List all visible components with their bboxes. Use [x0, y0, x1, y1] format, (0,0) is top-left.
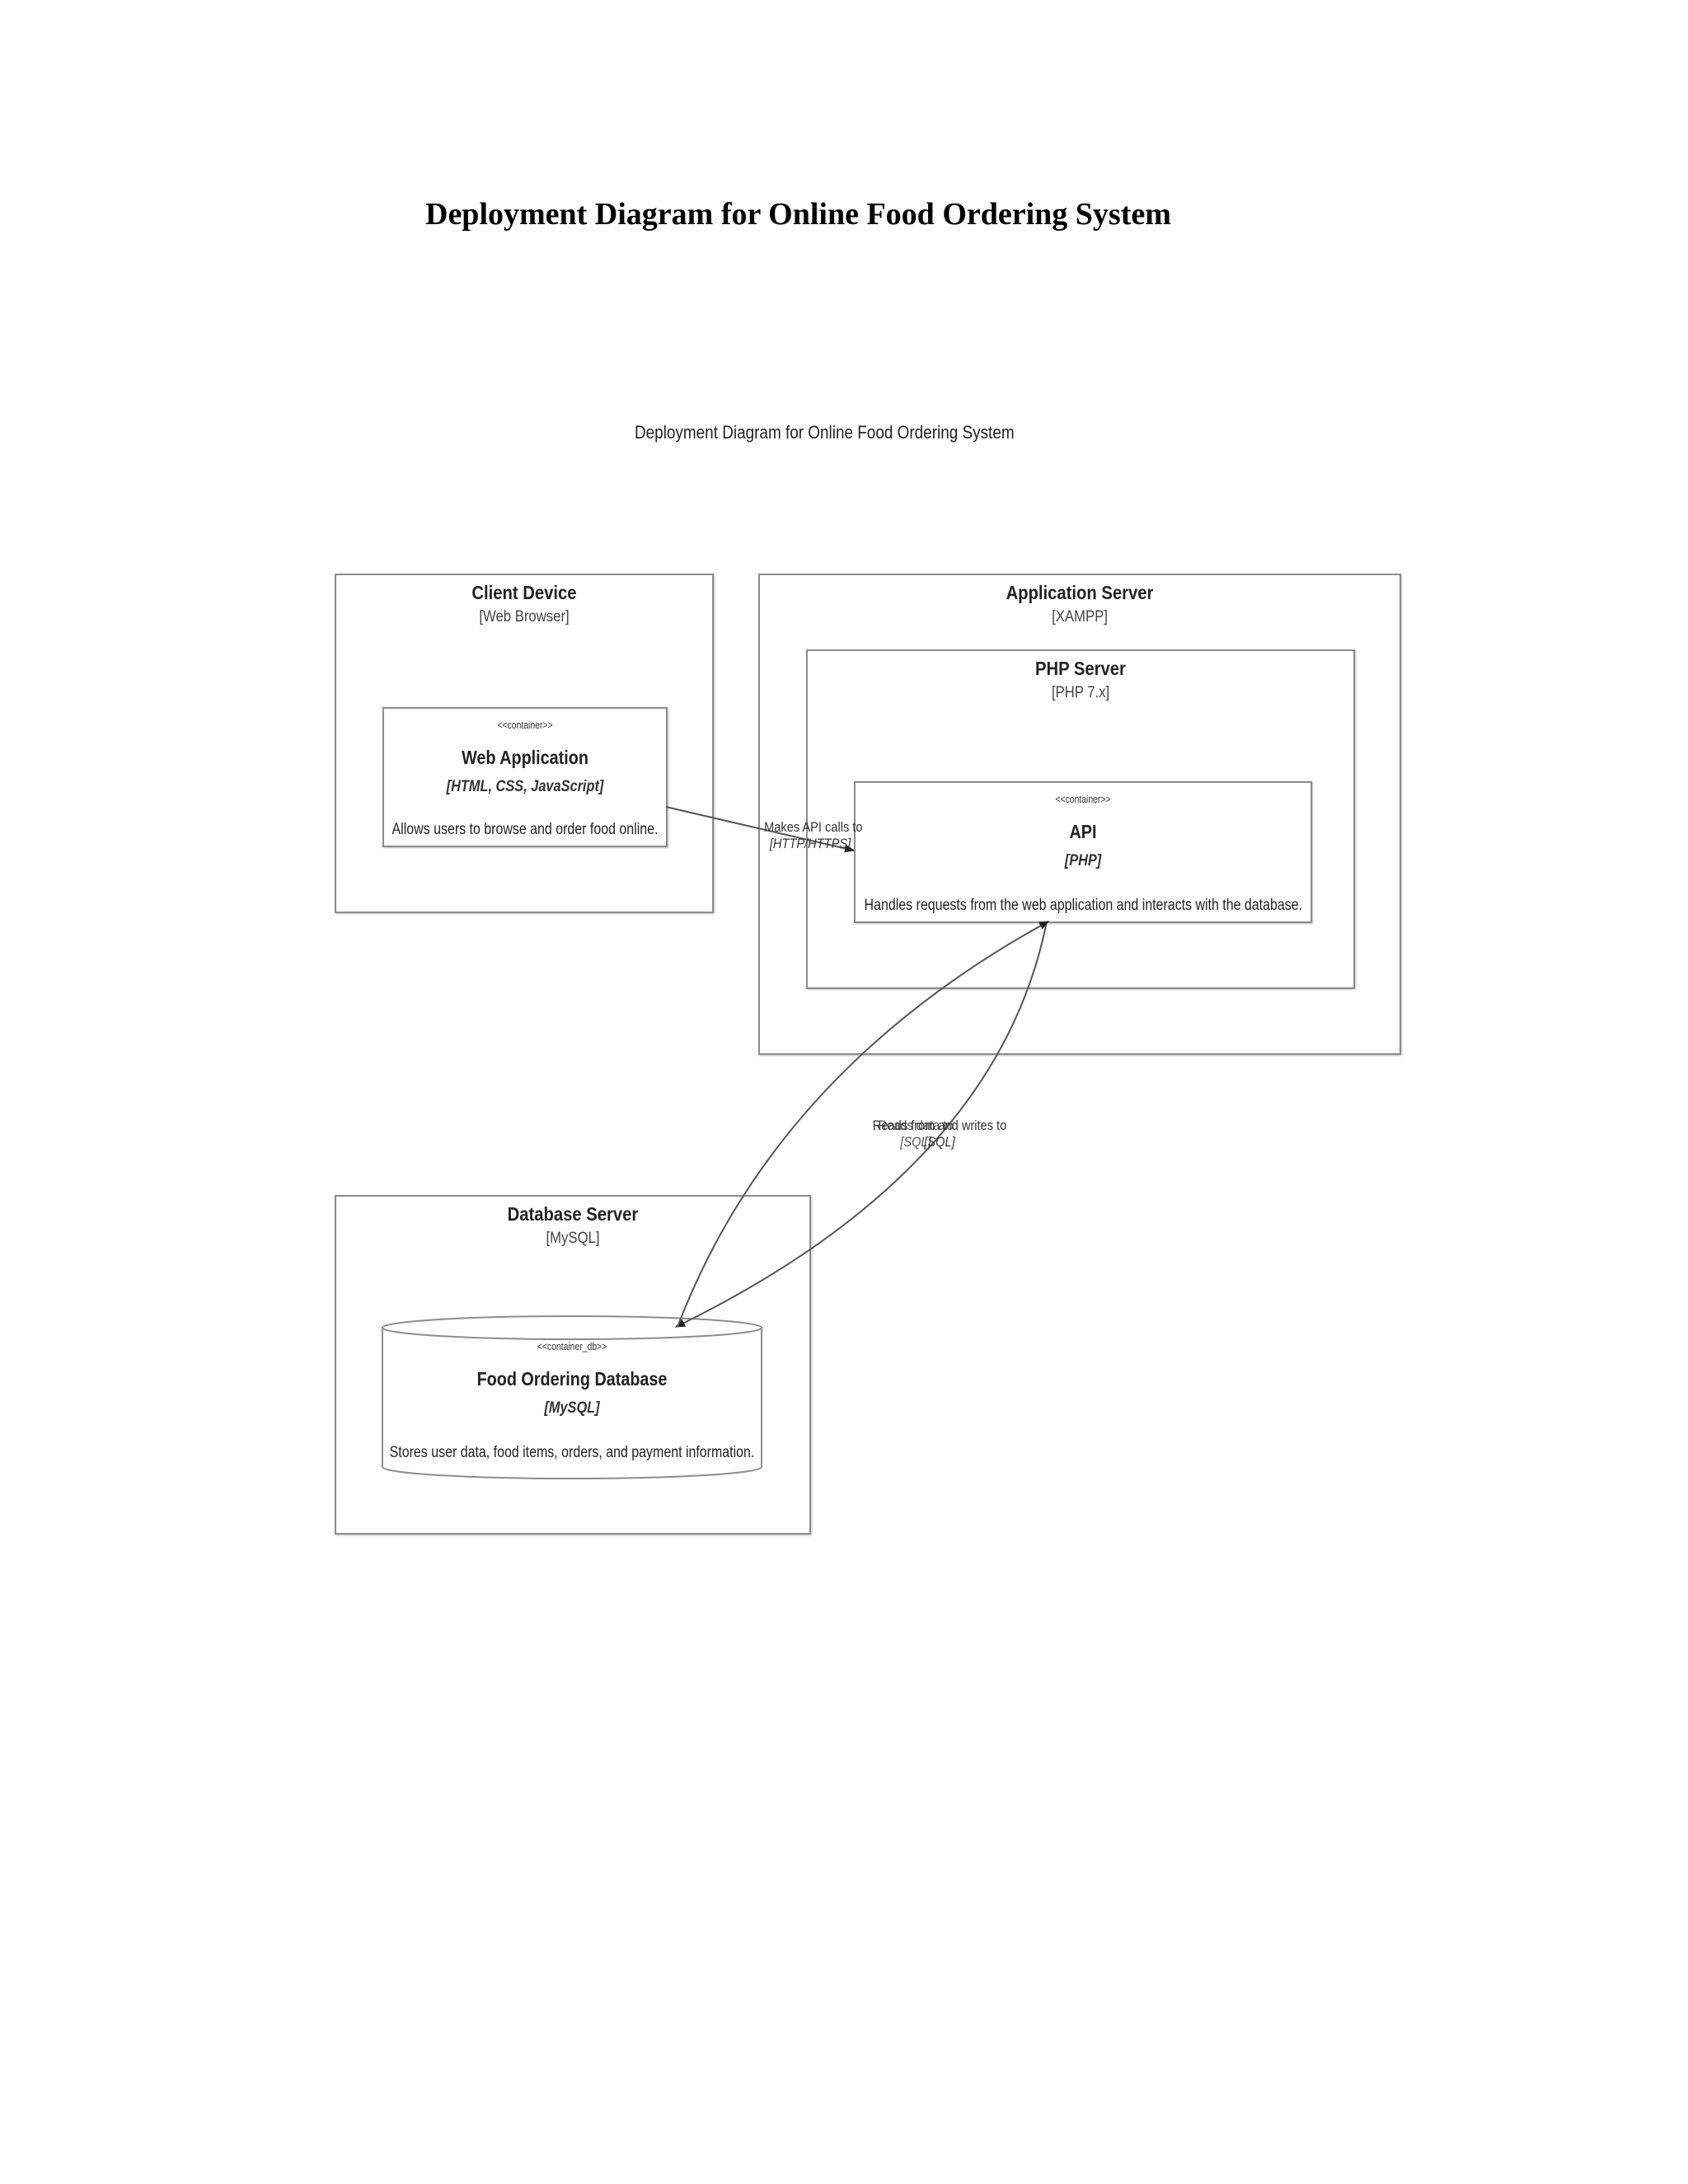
client-device-node[interactable]: Client Device [Web Browser] <<container>…	[335, 574, 714, 913]
client-device-title: Client Device	[471, 582, 577, 603]
client-device-tech: [Web Browser]	[479, 608, 570, 626]
relationship-reads-writes-text: Reads from and writes to	[872, 1118, 1007, 1133]
web-application-description: Allows users to browse and order food on…	[392, 821, 659, 838]
database-server-title: Database Server	[507, 1203, 639, 1225]
api-description: Handles requests from the web applicatio…	[864, 897, 1302, 914]
relationship-reads-data-tech: [SQL]	[900, 1134, 931, 1150]
web-application-stereotype: <<container>>	[497, 719, 553, 731]
page-heading: Deployment Diagram for Online Food Order…	[425, 197, 1171, 232]
api-stereotype: <<container>>	[1055, 793, 1111, 805]
web-application-name: Web Application	[462, 747, 588, 768]
relationship-reads-writes-tech: [SQL]	[924, 1134, 955, 1150]
database-tech: [MySQL]	[544, 1399, 600, 1417]
relationship-api-calls-tech: [HTTP/HTTPS]	[769, 836, 851, 851]
database-stereotype: <<container_db>>	[537, 1340, 607, 1352]
database-description: Stores user data, food items, orders, an…	[389, 1444, 755, 1461]
api-name: API	[1069, 821, 1097, 842]
api-container[interactable]: <<container>> API [PHP] Handles requests…	[854, 781, 1312, 923]
food-ordering-database-container[interactable]: <<container_db>> Food Ordering Database …	[382, 1327, 762, 1479]
php-server-tech: [PHP 7.x]	[1051, 684, 1110, 701]
application-server-node[interactable]: Application Server [XAMPP] PHP Server [P…	[758, 574, 1401, 1055]
relationship-label-reads-writes: Reads from and writes to [SQL]	[869, 1118, 1010, 1151]
web-application-container[interactable]: <<container>> Web Application [HTML, CSS…	[382, 707, 668, 847]
diagram-title: Deployment Diagram for Online Food Order…	[635, 422, 1015, 443]
database-server-tech: [MySQL]	[546, 1230, 600, 1247]
relationship-label-reads-data: Reads data to [SQL]	[863, 1118, 969, 1151]
application-server-title: Application Server	[1006, 582, 1154, 603]
php-server-node[interactable]: PHP Server [PHP 7.x] <<container>> API […	[806, 649, 1355, 989]
relationship-reads-data-text: Reads data to	[878, 1118, 954, 1133]
relationship-label-api-calls: Makes API calls to [HTTP/HTTPS]	[764, 819, 862, 852]
api-tech: [PHP]	[1064, 852, 1102, 869]
application-server-tech: [XAMPP]	[1052, 608, 1108, 626]
php-server-title: PHP Server	[1035, 658, 1126, 679]
web-application-tech: [HTML, CSS, JavaScript]	[446, 778, 604, 795]
database-name: Food Ordering Database	[476, 1368, 668, 1390]
relationship-api-calls-text: Makes API calls to	[764, 819, 863, 835]
